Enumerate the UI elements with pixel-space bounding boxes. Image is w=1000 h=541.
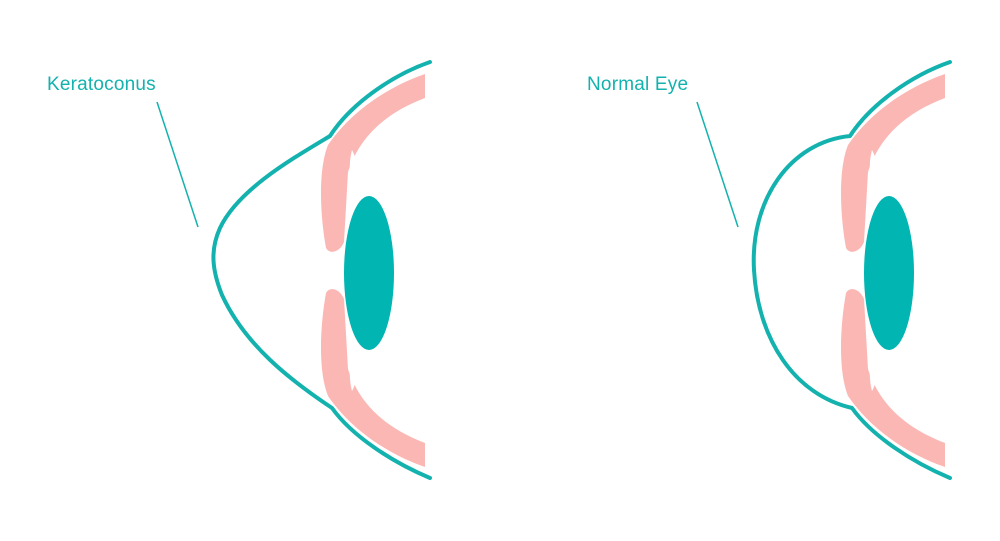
ciliary-notch — [367, 150, 375, 188]
keratoconus-eye: Keratoconus — [47, 60, 432, 480]
sclera-band — [321, 289, 425, 467]
ciliary-notch — [869, 353, 877, 391]
ciliary-notch — [367, 353, 375, 391]
cornea-outline — [751, 60, 952, 480]
lens — [864, 196, 914, 350]
ciliary-notch — [887, 150, 895, 188]
ciliary-notch — [349, 150, 357, 188]
sclera-band — [841, 74, 945, 252]
lens — [344, 196, 394, 350]
callout-label: Keratoconus — [47, 74, 156, 95]
callout-line — [156, 101, 199, 228]
ciliary-notch — [349, 353, 357, 391]
normal-eye: Normal Eye — [587, 60, 952, 480]
ciliary-notch — [887, 353, 895, 391]
callout-label: Normal Eye — [587, 74, 688, 95]
sclera-band — [841, 289, 945, 467]
sclera-band — [321, 74, 425, 252]
callout-line — [696, 101, 739, 228]
ciliary-notch — [869, 150, 877, 188]
cornea-outline — [211, 60, 432, 480]
